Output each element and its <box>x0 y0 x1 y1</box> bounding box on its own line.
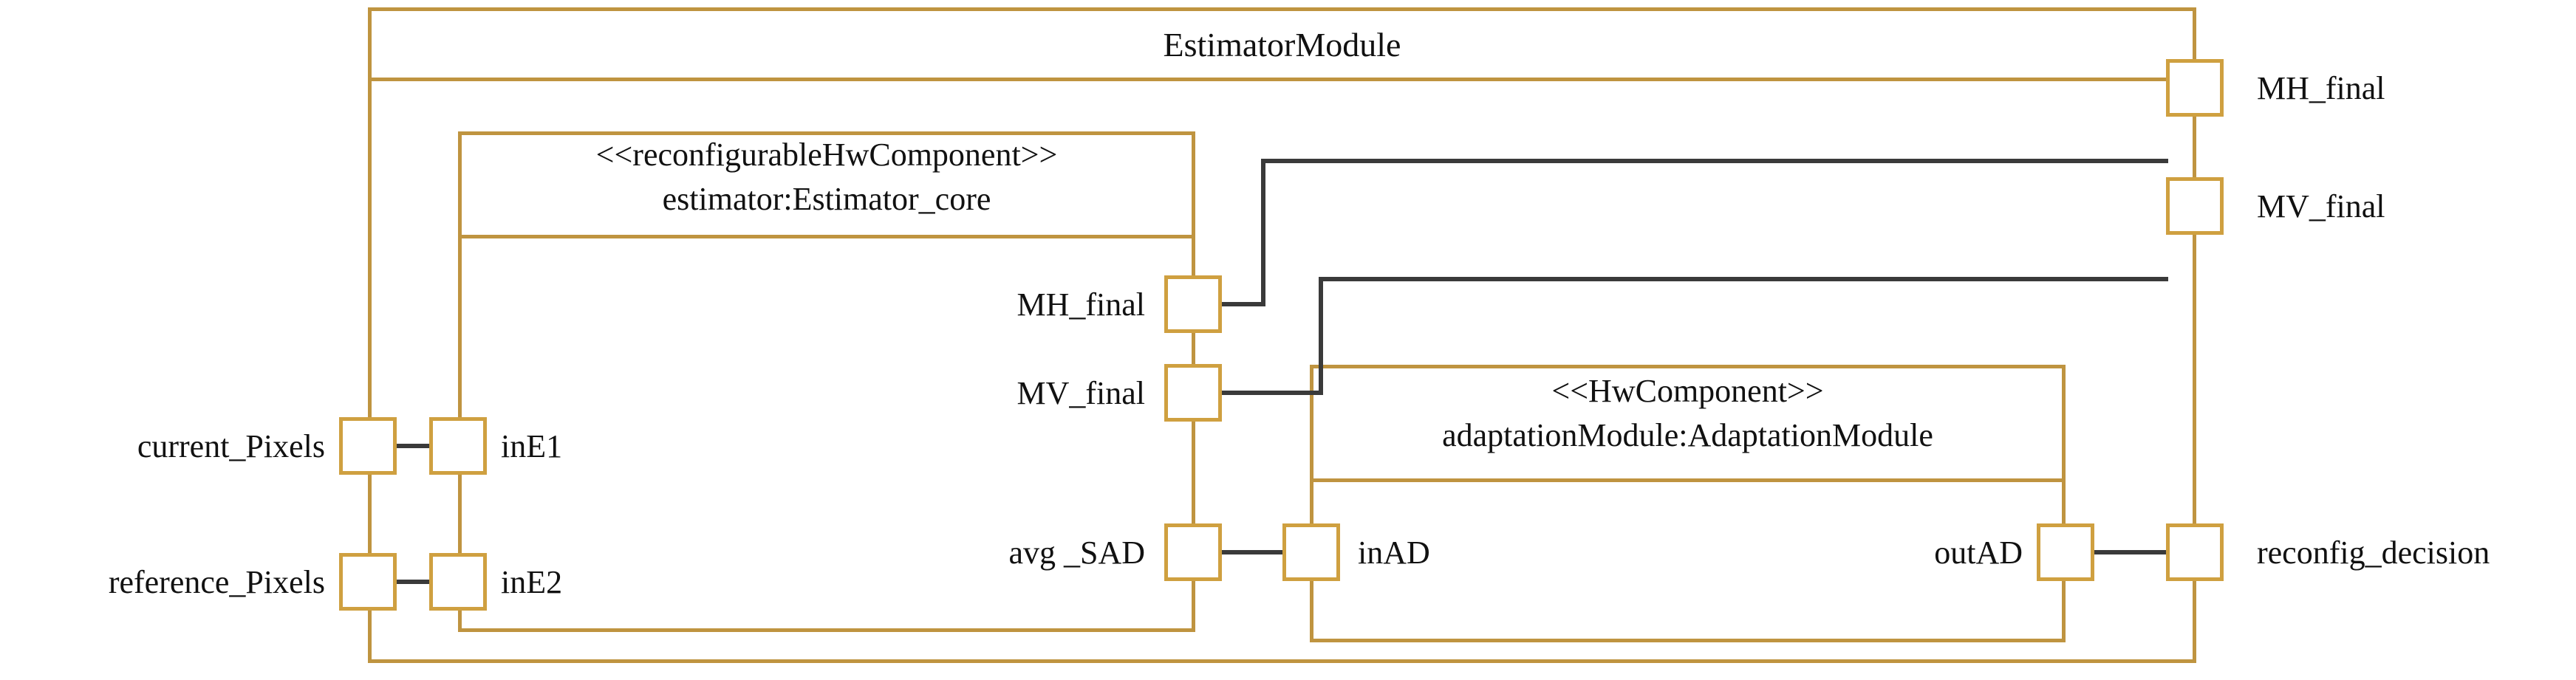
label-core-mv-final: MV_final <box>1017 375 1145 411</box>
estimator-core-stereotype: <<reconfigurableHwComponent>> <box>595 137 1058 173</box>
adaptation-module-box[interactable] <box>1310 365 2066 642</box>
adaptation-module-instance: adaptationModule:AdaptationModule <box>1442 417 1933 453</box>
port-core-avg-sad[interactable] <box>1164 523 1222 581</box>
label-ine2: inE2 <box>501 564 563 600</box>
port-core-mh-final[interactable] <box>1164 275 1222 333</box>
connector-mh-seg3 <box>1261 159 2168 163</box>
label-external-mv-final: MV_final <box>2257 188 2385 224</box>
port-inad[interactable] <box>1282 523 1340 581</box>
label-ine1: inE1 <box>501 428 563 464</box>
estimator-core-header-divider <box>458 235 1195 238</box>
port-ine1[interactable] <box>429 417 487 475</box>
connector-outad-to-reconfig-decision <box>2092 550 2168 554</box>
connector-mh-seg1 <box>1220 302 1265 306</box>
connector-current-pixels-to-ine1 <box>394 444 431 448</box>
label-inad: inAD <box>1358 535 1430 571</box>
label-current-pixels: current_Pixels <box>137 428 325 464</box>
port-external-reconfig-decision[interactable] <box>2166 523 2224 581</box>
connector-mv-seg1 <box>1220 391 1323 395</box>
estimator-module-box[interactable] <box>368 7 2196 663</box>
port-current-pixels[interactable] <box>339 417 397 475</box>
connector-reference-pixels-to-ine2 <box>394 580 431 584</box>
label-external-mh-final: MH_final <box>2257 70 2385 106</box>
label-reference-pixels: reference_Pixels <box>108 564 325 600</box>
port-ine2[interactable] <box>429 553 487 611</box>
port-core-mv-final[interactable] <box>1164 364 1222 422</box>
connector-mv-seg2 <box>1319 277 1323 395</box>
label-outad: outAD <box>1934 535 2023 571</box>
port-external-mh-final[interactable] <box>2166 59 2224 117</box>
connector-avgsad-to-inad <box>1220 550 1285 554</box>
port-reference-pixels[interactable] <box>339 553 397 611</box>
connector-mh-seg2 <box>1261 159 1265 306</box>
label-core-mh-final: MH_final <box>1017 286 1145 323</box>
label-external-reconfig-decision: reconfig_decision <box>2257 535 2490 571</box>
estimator-core-instance: estimator:Estimator_core <box>662 181 991 217</box>
label-core-avg-sad: avg _SAD <box>1008 535 1145 571</box>
estimator-module-header-divider <box>368 78 2196 81</box>
port-external-mv-final[interactable] <box>2166 177 2224 235</box>
connector-mv-seg3 <box>1319 277 2168 281</box>
adaptation-module-header-divider <box>1310 478 2066 482</box>
port-outad[interactable] <box>2037 523 2094 581</box>
estimator-module-title: EstimatorModule <box>1163 26 1401 63</box>
adaptation-module-stereotype: <<HwComponent>> <box>1551 373 1824 409</box>
